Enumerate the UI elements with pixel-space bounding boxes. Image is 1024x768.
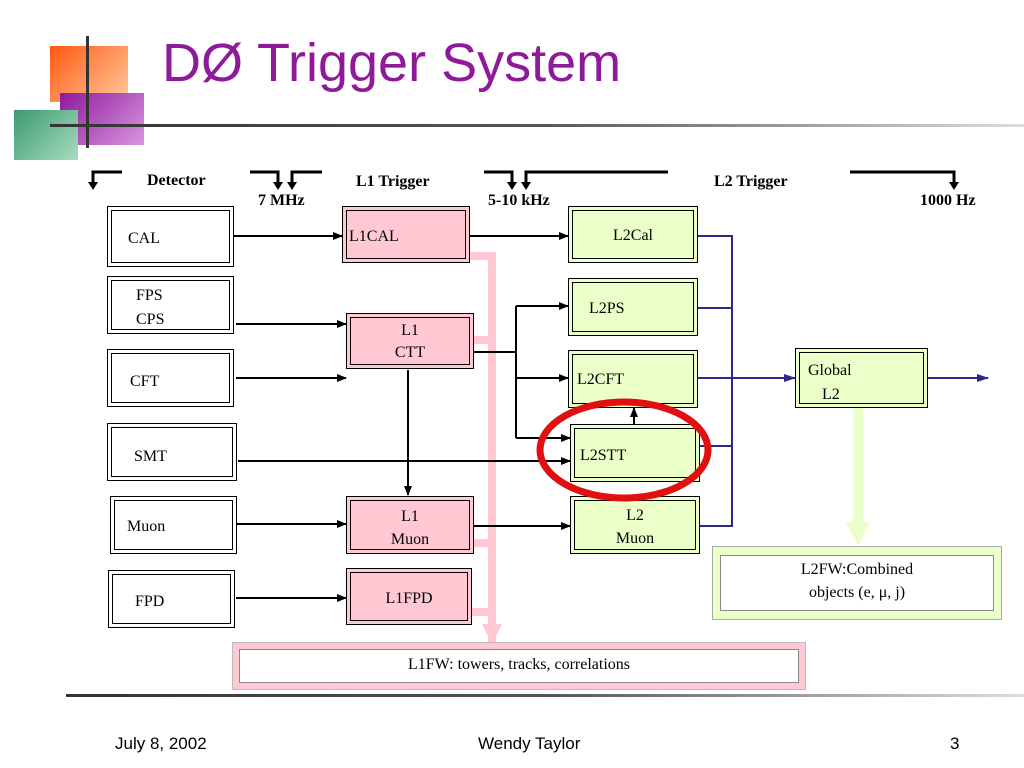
- footer-rule: [66, 694, 1024, 697]
- header-bracket-marks: [91, 170, 956, 184]
- rate-1000hz: 1000 Hz: [920, 192, 976, 209]
- global-l2-label-line1: Global: [808, 362, 852, 379]
- detector-fps-label: FPS: [136, 287, 163, 304]
- l2cal-label: L2Cal: [613, 227, 653, 244]
- global-l2-box: Global L2: [795, 348, 928, 408]
- rate-7mhz: 7 MHz: [258, 192, 305, 209]
- l2fw-label-line2: objects (e, μ, j): [808, 584, 906, 601]
- deco-title-rule: [50, 124, 1024, 127]
- detector-fps-cps-box: FPS CPS: [107, 276, 234, 334]
- detector-fpd-label: FPD: [135, 593, 165, 610]
- header-l2-trigger: L2 Trigger: [714, 173, 788, 190]
- footer-date: July 8, 2002: [115, 734, 207, 753]
- l1fpd-box: L1FPD: [346, 568, 472, 625]
- deco-green-square: [14, 110, 78, 160]
- page-title: DØ Trigger System: [162, 33, 622, 93]
- header-l1-trigger: L1 Trigger: [356, 173, 430, 190]
- detector-fpd-box: FPD: [108, 570, 235, 628]
- l1ctt-label-line1: L1: [401, 322, 419, 339]
- detector-muon-box: Muon: [110, 496, 237, 554]
- detector-cps-label: CPS: [136, 311, 165, 328]
- l2cal-box: L2Cal: [568, 206, 698, 263]
- l2muon-label-line2: Muon: [615, 530, 655, 547]
- l2fw-box: L2FW:Combined objects (e, μ, j): [712, 546, 1002, 620]
- l1muon-label-line1: L1: [401, 508, 419, 525]
- l1fw-label: L1FW: towers, tracks, correlations: [407, 656, 630, 673]
- l1muon-label-line2: Muon: [390, 531, 430, 548]
- l1muon-box: L1 Muon: [346, 496, 474, 554]
- l2-green-bus-arrow: [846, 522, 870, 546]
- l1fpd-label: L1FPD: [385, 590, 433, 607]
- l1cal-box: L1CAL: [342, 206, 470, 263]
- l1-pink-bus-arrow: [482, 624, 502, 644]
- l2stt-box: L2STT: [570, 424, 700, 482]
- l1fw-box: L1FW: towers, tracks, correlations: [232, 642, 806, 690]
- l2ps-box: L2PS: [568, 278, 698, 336]
- l2-navy-bus: [698, 235, 989, 527]
- detector-cal-box: CAL: [107, 206, 234, 267]
- detector-smt-label: SMT: [134, 448, 167, 465]
- global-l2-label-line2: L2: [822, 386, 840, 403]
- l2muon-box: L2 Muon: [570, 496, 700, 554]
- l2cft-label: L2CFT: [577, 371, 625, 388]
- deco-vertical-line: [86, 36, 89, 148]
- detector-cft-label: CFT: [130, 373, 160, 390]
- l2stt-label: L2STT: [580, 447, 627, 464]
- l1ctt-box: L1 CTT: [346, 313, 474, 369]
- detector-muon-label: Muon: [127, 518, 166, 535]
- l2muon-label-line1: L2: [626, 507, 644, 524]
- footer-page-number: 3: [950, 734, 960, 753]
- l2fw-label-line1: L2FW:Combined: [800, 561, 914, 578]
- header-detector: Detector: [147, 172, 206, 189]
- detector-smt-box: SMT: [107, 423, 237, 481]
- detector-cal-label: CAL: [128, 230, 160, 247]
- footer-author: Wendy Taylor: [478, 734, 581, 753]
- l1ctt-label-line2: CTT: [394, 344, 426, 361]
- header-bracket-tips: [88, 182, 959, 190]
- l2ps-label: L2PS: [589, 300, 625, 317]
- l1-pink-bus: [470, 252, 496, 648]
- rate-5-10khz: 5-10 kHz: [488, 192, 550, 209]
- l2cft-box: L2CFT: [568, 350, 698, 408]
- deco-orange-square: [50, 46, 128, 102]
- l1cal-label: L1CAL: [349, 228, 399, 245]
- detector-cft-box: CFT: [107, 349, 234, 407]
